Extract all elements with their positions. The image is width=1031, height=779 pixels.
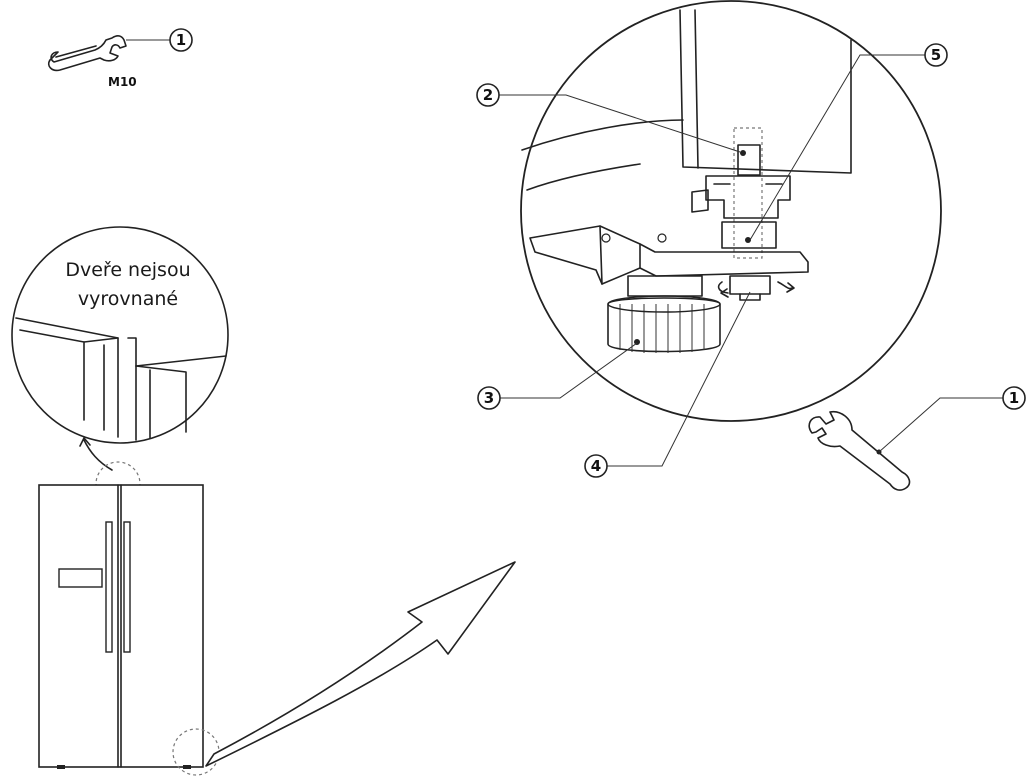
callout-1-bottom: 1 (878, 386, 1026, 453)
callout-1b-number: 1 (1009, 389, 1019, 407)
wrench-m10-icon: M10 (47, 35, 137, 89)
callout-1-top: 1 (126, 28, 193, 52)
callout-5-number: 5 (931, 46, 941, 64)
door-misalignment-detail: Dveře nejsou vyrovnané (11, 226, 229, 444)
zoom-arrow-top (83, 439, 113, 471)
callout-2: 2 (476, 83, 741, 153)
note-line-2: vyrovnané (78, 288, 178, 310)
callout-2-number: 2 (483, 86, 493, 104)
callout-4: 4 (584, 291, 751, 478)
callout-4-number: 4 (591, 457, 601, 475)
callout-5: 5 (749, 43, 948, 241)
wrench-icon (808, 410, 911, 491)
callout-3-number: 3 (484, 389, 494, 407)
callout-1-number: 1 (176, 31, 186, 49)
zoom-arrow-top-head (79, 437, 91, 447)
hinge-detail-circle (520, 0, 942, 422)
note-line-1: Dveře nejsou (65, 259, 190, 281)
large-zoom-arrow (205, 561, 516, 767)
callout-3: 3 (477, 342, 638, 410)
refrigerator (38, 484, 204, 769)
zoom-marker-top (95, 461, 141, 507)
wrench-size-label: M10 (108, 75, 137, 89)
